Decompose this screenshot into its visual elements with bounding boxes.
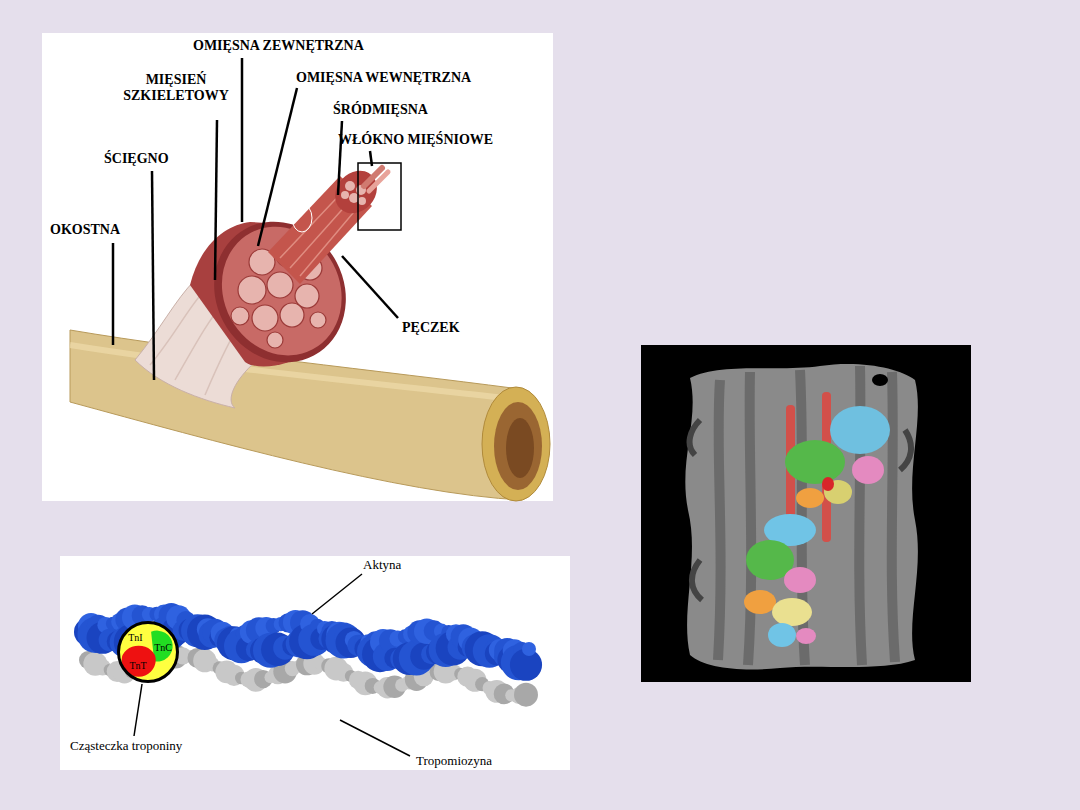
part-label: ŚCIĘGNO <box>104 151 169 167</box>
part-label: ŚRÓDMIĘSNA <box>333 102 428 118</box>
panel <box>60 556 570 770</box>
panel <box>641 345 971 682</box>
part-label: Tropomiozyna <box>416 754 492 769</box>
subunit-label: TnT <box>129 661 146 671</box>
part-label: OMIĘSNA ZEWNĘTRZNA <box>193 38 364 54</box>
part-label: OKOSTNA <box>50 222 120 238</box>
subunit-label: TnI <box>128 633 142 643</box>
panel <box>42 33 553 501</box>
part-label: OMIĘSNA WEWNĘTRZNA <box>296 70 471 86</box>
subunit-label: TnC <box>154 643 172 653</box>
part-label: MIĘSIEŃ SZKIELETOWY <box>112 72 240 104</box>
part-label: Aktyna <box>363 558 401 573</box>
muscle-illustration <box>70 162 550 501</box>
em-reconstruction <box>685 364 918 670</box>
part-label: WŁÓKNO MIĘŚNIOWE <box>338 132 493 148</box>
part-label: Cząsteczka troponiny <box>70 739 182 754</box>
part-label: PĘCZEK <box>402 320 460 336</box>
troponin-circle: TnI TnC TnT <box>117 621 179 683</box>
actin-strand <box>74 603 542 681</box>
